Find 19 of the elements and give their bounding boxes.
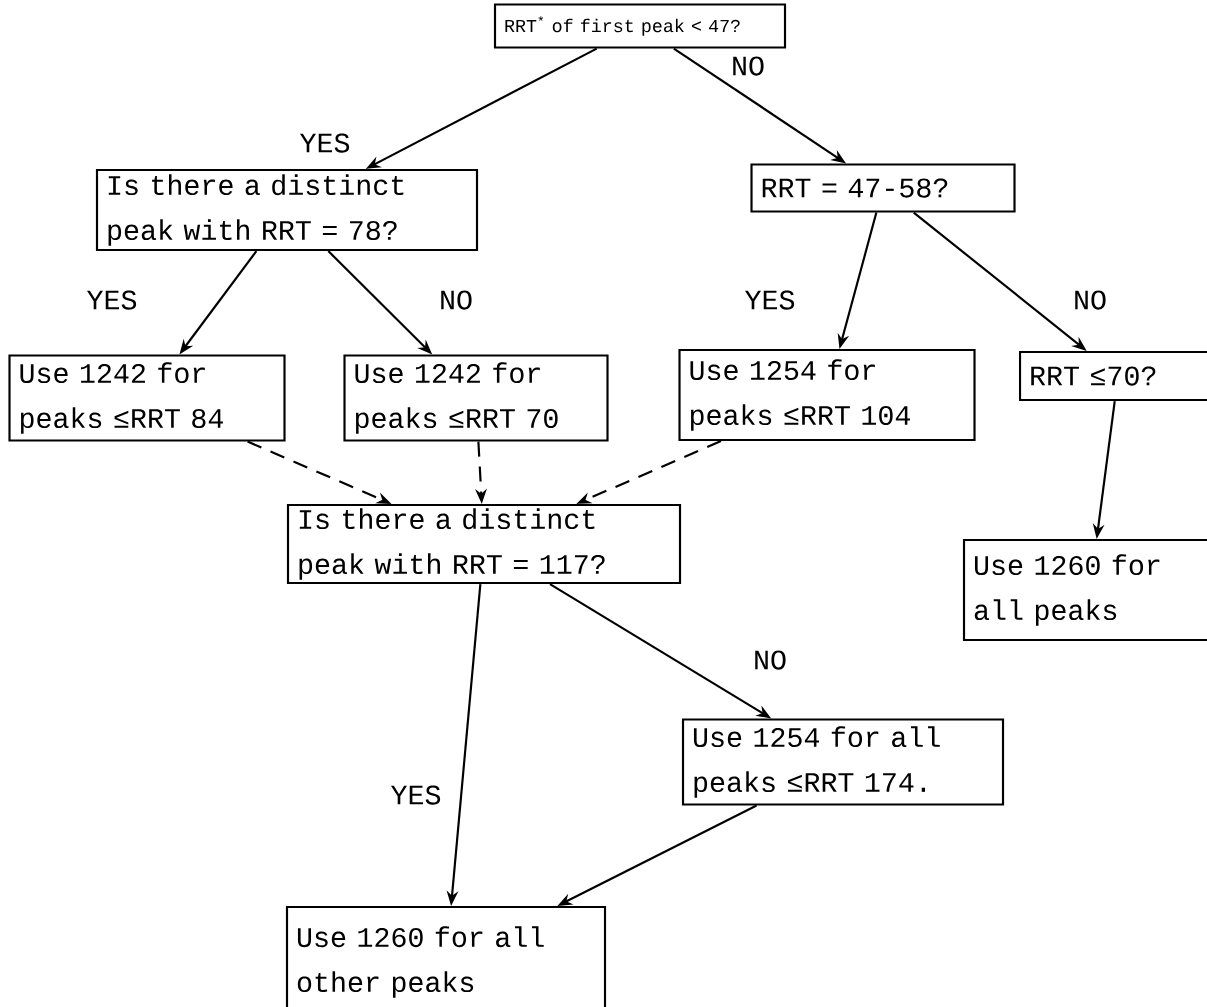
decision-box: RRT = 47-58?	[750, 163, 1016, 213]
edge-label: YES	[297, 131, 353, 155]
decision-box: Use 1260 for all peaks	[962, 538, 1207, 642]
decision-box: Use 1242 for peaks ≤RRT 84	[8, 354, 286, 442]
edge-label: NO	[1071, 288, 1109, 312]
edge-label: NO	[729, 54, 767, 78]
decision-box: Use 1242 for peaks ≤RRT 70	[343, 354, 609, 442]
edge-label: NO	[751, 648, 789, 672]
decision-box: Use 1260 for all other peaks	[285, 905, 607, 1007]
decision-box: Use 1254 for peaks ≤RRT 104	[678, 348, 976, 442]
edge-label: YES	[84, 288, 140, 312]
decision-box: Use 1254 for all peaks ≤RRT 174.	[681, 718, 1005, 806]
decision-box: Is there a distinct peak with RRT = 117?	[286, 503, 682, 585]
edge-label: NO	[437, 288, 475, 312]
decision-box: Is there a distinct peak with RRT = 78?	[95, 168, 479, 252]
edge-label: YES	[388, 783, 444, 807]
decision-box: RRT ≤70?	[1018, 350, 1207, 402]
edge-label: YES	[742, 288, 798, 312]
decision-box: RRT$^{*}$ of first peak < 47?	[493, 3, 787, 49]
